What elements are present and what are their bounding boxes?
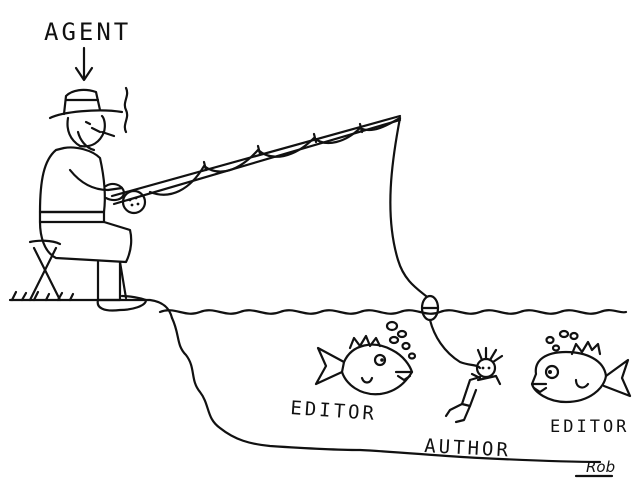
editor-fish-left	[314, 334, 414, 396]
arrow-down-icon	[74, 46, 94, 82]
shore-ground	[8, 290, 602, 464]
water-surface	[158, 309, 628, 315]
editor-left-label: EDITOR	[290, 397, 378, 425]
rod-reel-icon	[121, 189, 147, 215]
fishing-bobber-icon	[420, 294, 440, 322]
bubbles-icon	[545, 329, 579, 352]
agent-label: AGENT	[44, 18, 131, 46]
bubbles-icon	[385, 320, 417, 360]
signature: Rob	[586, 458, 615, 476]
hook-line	[428, 318, 482, 370]
editor-right-label: EDITOR	[550, 417, 629, 437]
fishing-rod	[110, 114, 428, 298]
author-label: AUTHOR	[424, 435, 512, 462]
author-figure	[444, 346, 504, 424]
editor-fish-right	[530, 340, 632, 404]
